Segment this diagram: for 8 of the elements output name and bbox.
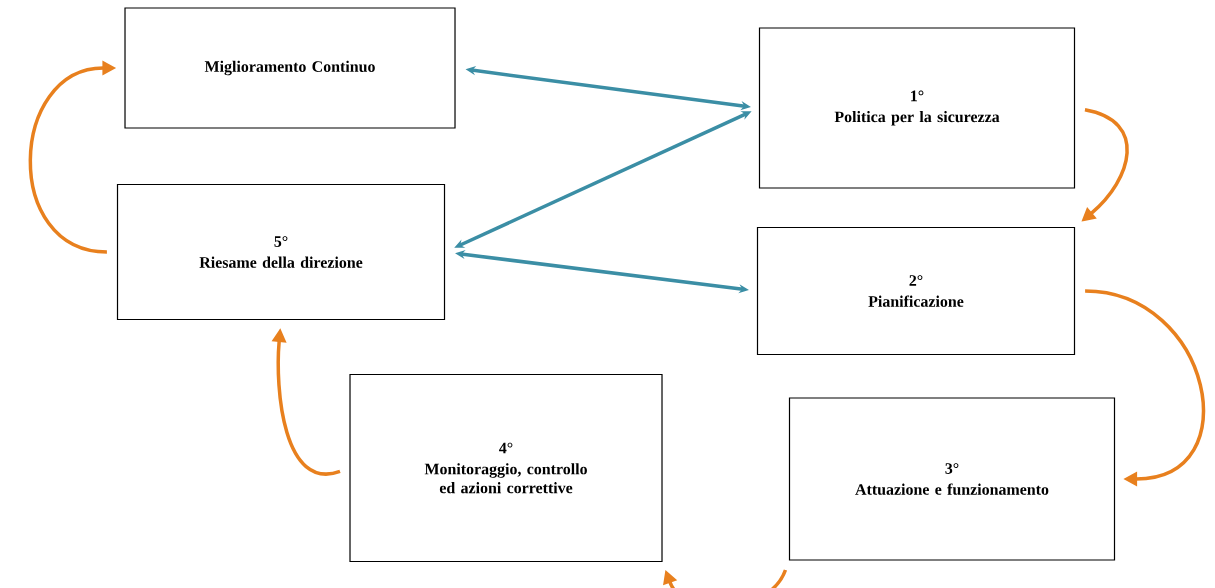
arrow	[663, 569, 788, 588]
process-box: 3° Attuazione e funzionamento	[788, 397, 1116, 561]
arrow	[1084, 289, 1206, 487]
process-box: Miglioramento Continuo	[124, 7, 456, 129]
process-box: 1° Politica per la sicurezza	[758, 27, 1076, 189]
process-box: 5° Riesame della direzione	[116, 183, 446, 321]
process-box: 4° Monitoraggio, controllo ed azioni correttive	[349, 373, 663, 563]
process-box: 2° Pianificazione	[756, 226, 1076, 356]
